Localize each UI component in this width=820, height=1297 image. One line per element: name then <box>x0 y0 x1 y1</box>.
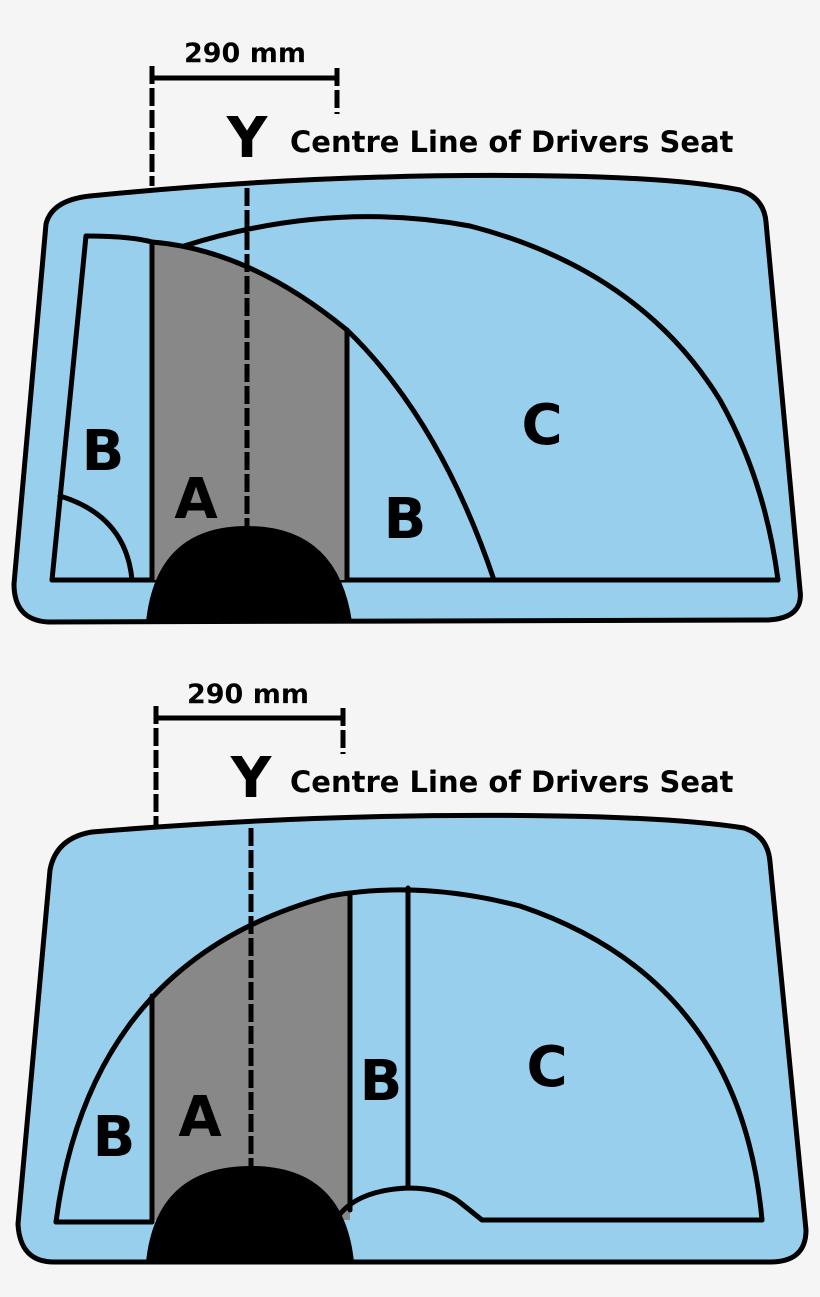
dimension-label: 290 mm <box>184 38 306 69</box>
zone-b-inner-arc <box>83 233 497 583</box>
windscreen-outline <box>15 812 809 1265</box>
dimension-label: 290 mm <box>187 679 309 710</box>
zone-label-a: A <box>178 1085 222 1150</box>
centre-marker-y: Y <box>230 746 273 811</box>
left-strip-edge <box>49 233 89 583</box>
zone-label-b-right: B <box>384 487 427 552</box>
centre-marker-y: Y <box>226 106 269 171</box>
windscreen-diagram-bottom: 290 mm Y Centre Line of Drivers Seat B A… <box>15 679 809 1265</box>
centre-line-caption: Centre Line of Drivers Seat <box>290 125 734 159</box>
centre-line-caption: Centre Line of Drivers Seat <box>290 765 734 799</box>
dimension-290mm: 290 mm <box>149 38 340 186</box>
zone-label-b-left: B <box>93 1105 136 1170</box>
zone-label-a: A <box>174 467 218 532</box>
zone-label-b-left: B <box>82 419 125 484</box>
wiper-boss <box>146 1166 354 1262</box>
zone-c-arc <box>181 214 781 583</box>
dimension-290mm: 290 mm <box>153 679 346 826</box>
corner-arc <box>57 493 135 583</box>
zone-label-b-strip: B <box>360 1049 403 1114</box>
zone-outer-arc <box>53 887 765 1225</box>
zone-label-c: C <box>526 1035 567 1100</box>
windscreen-diagram-top: 290 mm Y Centre Line of Drivers Seat B A… <box>11 38 803 625</box>
wiper-boss <box>146 526 352 622</box>
zone-label-c: C <box>521 393 562 458</box>
